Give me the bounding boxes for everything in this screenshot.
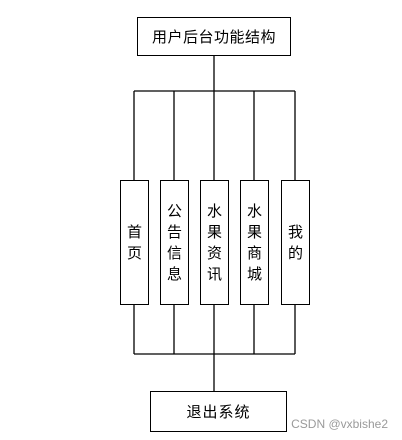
watermark: CSDN @vxbishe2 <box>291 417 388 431</box>
module-label: 水果资讯 <box>207 201 223 283</box>
module-label: 首页 <box>127 222 143 262</box>
module-node-home: 首页 <box>120 180 149 305</box>
exit-node-label: 退出系统 <box>186 403 251 421</box>
module-node-mine: 我的 <box>281 180 310 305</box>
module-label: 公告信息 <box>167 201 183 283</box>
module-label: 我的 <box>288 222 304 262</box>
module-label: 水果商城 <box>247 201 263 283</box>
root-node: 用户后台功能结构 <box>137 17 291 56</box>
exit-node: 退出系统 <box>150 391 287 432</box>
module-node-announcements: 公告信息 <box>160 180 189 305</box>
root-node-label: 用户后台功能结构 <box>151 28 276 46</box>
module-node-fruit-mall: 水果商城 <box>240 180 269 305</box>
module-node-fruit-news: 水果资讯 <box>200 180 229 305</box>
